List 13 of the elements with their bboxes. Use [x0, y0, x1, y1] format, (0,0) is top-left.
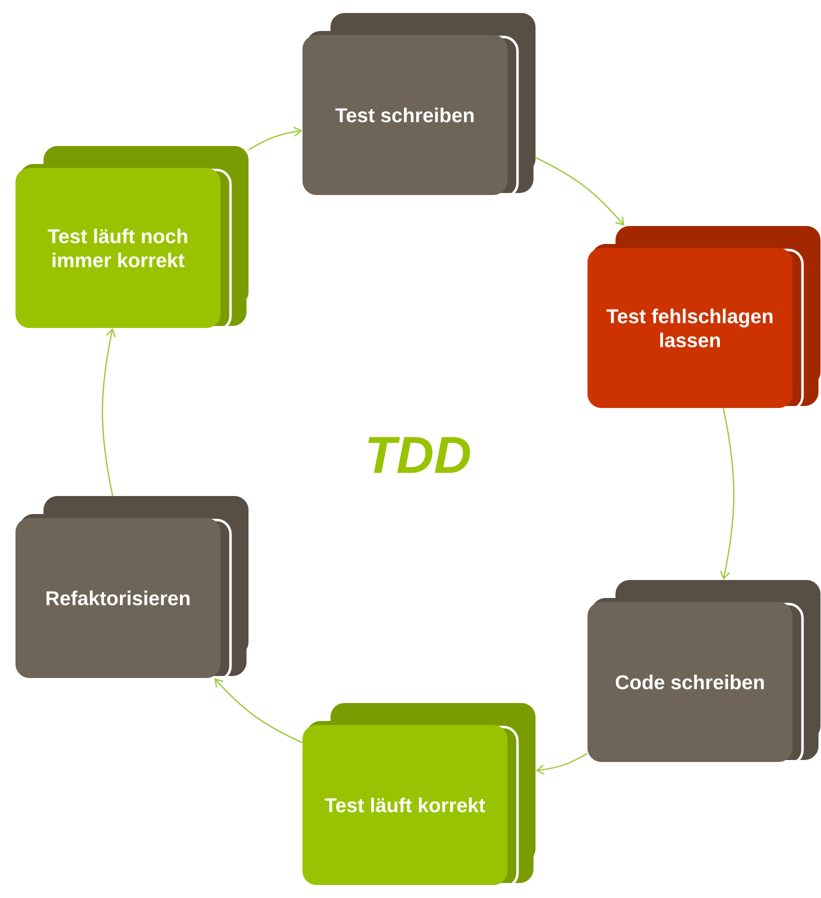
arrow — [720, 408, 734, 580]
process-box: Test schreiben — [302, 13, 536, 198]
arrow — [535, 157, 624, 226]
process-box: Test läuft noch immer korrekt — [16, 146, 248, 332]
arrow — [102, 328, 116, 496]
process-box: Refaktorisieren — [16, 496, 248, 682]
process-box: Code schreiben — [588, 580, 820, 766]
title: TDD — [368, 437, 470, 473]
arrow — [536, 752, 588, 775]
process-box: Test fehlschlagen lassen — [588, 226, 820, 412]
arrow — [214, 678, 303, 744]
arrow — [248, 126, 302, 150]
process-box: Test läuft korrekt — [302, 703, 536, 888]
